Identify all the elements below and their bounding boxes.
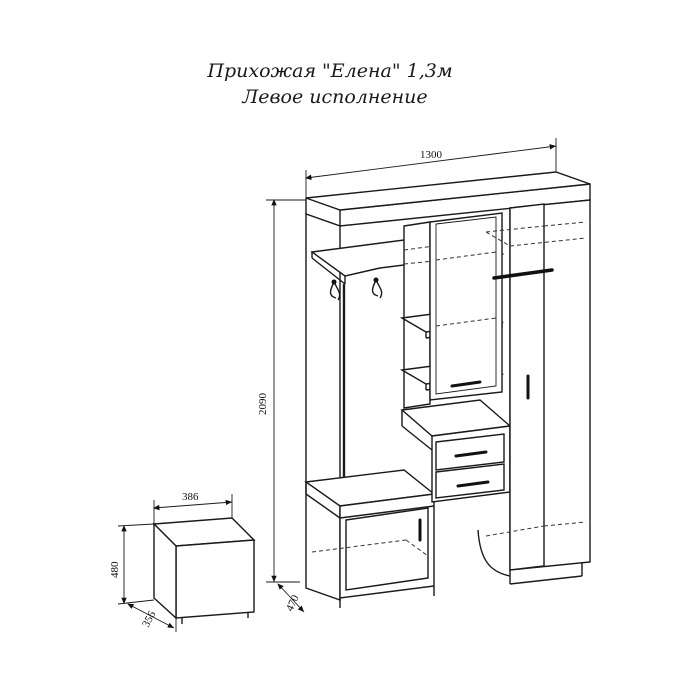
title-block: Прихожая "Елена" 1,3м Левое исполнение [0, 58, 660, 110]
middle-door [429, 212, 503, 401]
diagram-subtitle: Левое исполнение [242, 86, 428, 108]
coat-hook-icon [371, 277, 383, 299]
left-side-panel [305, 213, 341, 601]
hallway-unit [304, 171, 591, 608]
pouf-width-label: 386 [182, 491, 199, 503]
bench-door [345, 507, 429, 591]
pouf: 386 480 356 [109, 491, 256, 632]
height-label: 2090 [257, 393, 269, 416]
middle-left-panel [403, 221, 431, 409]
hanging-rod [492, 268, 554, 280]
pouf-height-label: 480 [109, 561, 121, 578]
width-dimension: 1300 [305, 138, 557, 200]
diagram-title: Прихожая "Елена" 1,3м [207, 60, 453, 82]
width-label: 1300 [420, 149, 443, 161]
drawer-lower [435, 463, 505, 499]
coat-hook-icon [329, 279, 341, 301]
pouf-front [175, 539, 255, 619]
height-dimension: 2090 [257, 199, 306, 583]
top-cornice-top [305, 171, 591, 211]
depth-dimension: 470 [277, 583, 305, 613]
drawer-upper [435, 433, 505, 471]
depth-label: 470 [284, 593, 302, 613]
